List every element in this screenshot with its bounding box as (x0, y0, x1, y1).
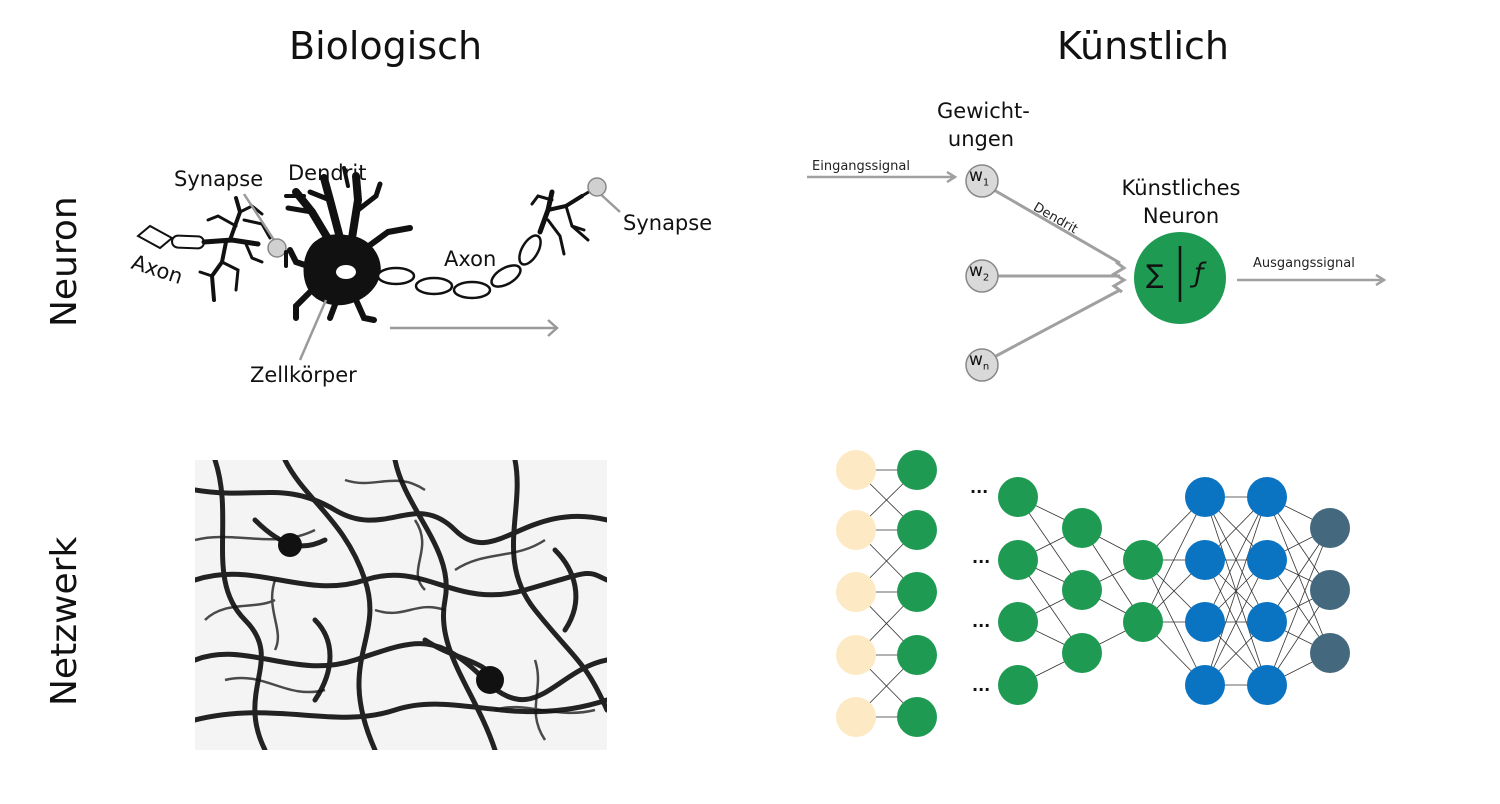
network-node-layer7-2 (1247, 540, 1287, 580)
network-node-layer4-1 (1062, 508, 1102, 548)
weight-w1-label: w1 (969, 166, 989, 188)
label-weights: Gewicht- ungen (937, 97, 1030, 153)
network-node-layer2-2 (897, 510, 937, 550)
w1-subscript: 1 (982, 177, 990, 189)
label-synapse-left: Synapse (174, 167, 264, 191)
row-heading-network: Netzwerk (44, 536, 85, 706)
right-dendrite-tree (530, 188, 594, 256)
synapse-left-bulb (267, 238, 287, 258)
network-node-layer4-2 (1062, 570, 1102, 610)
cell-body-pointer (298, 299, 328, 361)
network-edge (1142, 559, 1206, 686)
cell-body (284, 166, 413, 323)
weight-w2-label: w2 (969, 261, 989, 283)
label-weights-line2: ungen (947, 127, 1015, 151)
column-heading-biological: Biologisch (289, 24, 483, 68)
w2-subscript: 2 (982, 272, 990, 284)
label-cell-body: Zellkörper (250, 363, 357, 387)
network-nodes (836, 450, 1350, 737)
network-node-layer2-3 (897, 572, 937, 612)
network-node-layer6-1 (1185, 477, 1225, 517)
weight-wn (965, 348, 999, 382)
ellipsis-3: ... (972, 612, 991, 631)
network-node-layer5-1 (1123, 540, 1163, 580)
weight-wn-label: wn (969, 350, 989, 372)
label-artificial-neuron-line2: Neuron (1142, 204, 1220, 228)
network-node-layer8-1 (1310, 508, 1350, 548)
label-weights-line1: Gewicht- (937, 99, 1030, 123)
network-node-layer6-3 (1185, 602, 1225, 642)
network-node-layer6-2 (1185, 540, 1225, 580)
network-node-layer3-4 (998, 665, 1038, 705)
network-node-layer4-3 (1062, 633, 1102, 673)
network-node-layer2-5 (897, 697, 937, 737)
biological-network-image (195, 460, 607, 750)
label-output-signal: Ausgangssignal (1253, 256, 1355, 271)
weight-w2 (965, 259, 999, 293)
network-node-layer1-4 (836, 635, 876, 675)
w1-letter: w (969, 166, 983, 186)
wn-letter: w (969, 350, 983, 370)
network-node-layer1-5 (836, 697, 876, 737)
synapse-left-pointer (242, 193, 276, 241)
network-node-layer7-4 (1247, 665, 1287, 705)
right-axon (376, 234, 542, 300)
network-node-layer3-1 (998, 477, 1038, 517)
network-node-layer1-1 (836, 450, 876, 490)
label-artificial-neuron-line1: Künstliches (1121, 176, 1241, 200)
network-node-layer8-3 (1310, 633, 1350, 673)
artificial-neuron-diagram (807, 164, 1420, 382)
ellipsis-1: ... (970, 478, 989, 497)
wn-subscript: n (982, 361, 990, 373)
w2-letter: w (969, 261, 983, 281)
label-dendrite: Dendrit (288, 161, 367, 185)
network-edge (1142, 496, 1206, 623)
network-edge (1204, 559, 1268, 686)
label-input-signal: Eingangssignal (812, 159, 911, 174)
network-node-layer8-2 (1310, 570, 1350, 610)
network-edge (1204, 496, 1268, 686)
network-edge (1204, 496, 1268, 623)
network-node-layer2-1 (897, 450, 937, 490)
network-cell-body-2 (476, 666, 504, 694)
network-node-layer6-4 (1185, 665, 1225, 705)
label-artificial-neuron: Künstliches Neuron (1110, 174, 1252, 230)
network-node-layer3-3 (998, 602, 1038, 642)
network-node-layer3-2 (998, 540, 1038, 580)
artificial-network-diagram (836, 450, 1350, 737)
label-axon-right: Axon (444, 247, 497, 271)
network-edge (1266, 527, 1331, 686)
left-dendrite-tree (198, 196, 272, 302)
biological-neuron-illustration (136, 166, 621, 361)
network-node-layer5-2 (1123, 602, 1163, 642)
dendrite-connections (993, 188, 1127, 358)
ellipsis-4: ... (972, 676, 991, 695)
function-symbol: ƒ (1194, 258, 1204, 289)
left-axon (136, 224, 205, 250)
ellipsis-2: ... (972, 548, 991, 567)
network-node-layer7-1 (1247, 477, 1287, 517)
network-node-layer1-3 (836, 572, 876, 612)
weight-w1 (965, 164, 999, 198)
column-heading-artificial: Künstlich (1057, 24, 1229, 68)
sum-symbol: ∑ (1146, 260, 1164, 290)
network-node-layer7-3 (1247, 602, 1287, 642)
synapse-right-bulb (587, 177, 607, 197)
signal-arrow (390, 319, 559, 337)
network-node-layer1-2 (836, 510, 876, 550)
network-node-layer2-4 (897, 635, 937, 675)
network-cell-body-1 (278, 533, 302, 557)
label-synapse-right: Synapse (623, 211, 713, 235)
